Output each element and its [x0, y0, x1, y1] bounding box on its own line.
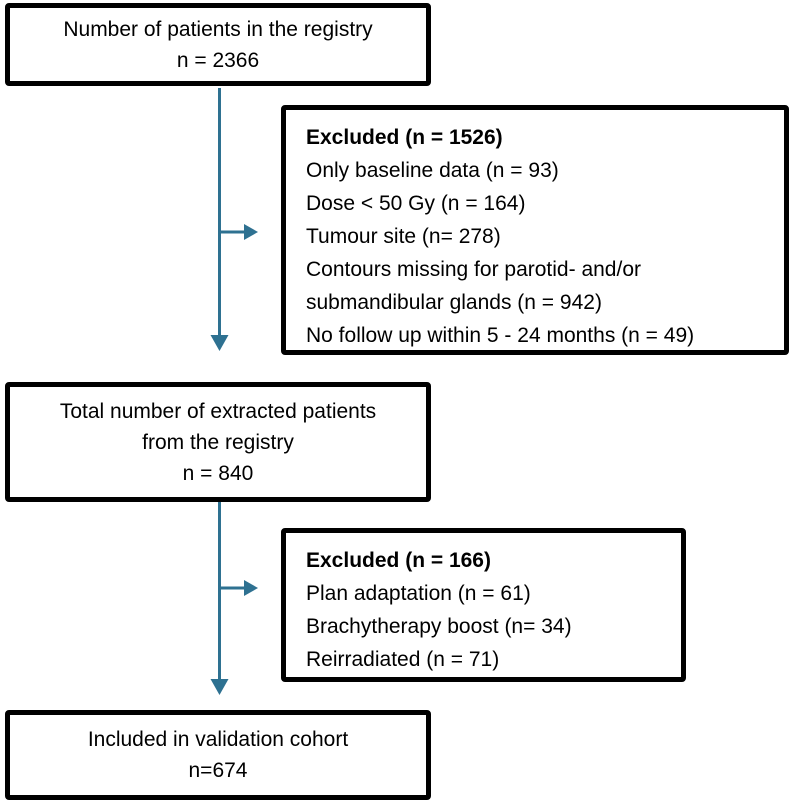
extracted-count-box: Total number of extracted patients from … — [5, 382, 431, 502]
included-box-count: n=674 — [188, 759, 248, 782]
included-box-line: Included in validation cohort — [87, 728, 349, 751]
excluded-first-item: No follow up within 5 - 24 months (n = 4… — [306, 324, 695, 347]
arrow-branch-to-excluded-first — [219, 224, 258, 240]
excluded-second-box: Excluded (n = 166) Plan adaptation (n = … — [281, 528, 686, 682]
excluded-first-item: Contours missing for parotid- and/or sub… — [306, 258, 641, 314]
arrow-branch-to-excluded-second — [219, 580, 258, 596]
excluded-first-item: Dose < 50 Gy (n = 164) — [306, 192, 526, 215]
arrow-extracted-to-included — [210, 502, 229, 695]
excluded-second-item: Plan adaptation (n = 61) — [306, 582, 531, 605]
registry-box-line: Number of patients in the registry — [63, 17, 373, 41]
extracted-box-count: n = 840 — [182, 461, 254, 485]
arrow-registry-to-extracted — [210, 88, 229, 351]
excluded-first-box: Excluded (n = 1526) Only baseline data (… — [281, 105, 789, 355]
excluded-first-item: Tumour site (n= 278) — [306, 225, 501, 248]
excluded-second-item: Reirradiated (n = 71) — [306, 648, 500, 671]
included-cohort-box: Included in validation cohort n=674 — [5, 710, 431, 800]
excluded-second-title: Excluded (n = 166) — [306, 549, 491, 572]
extracted-box-line: Total number of extracted patients — [59, 399, 377, 423]
registry-count-box: Number of patients in the registry n = 2… — [5, 3, 431, 86]
excluded-first-item: Only baseline data (n = 93) — [306, 159, 559, 182]
registry-box-count: n = 2366 — [176, 48, 260, 72]
excluded-first-title: Excluded (n = 1526) — [306, 126, 503, 149]
excluded-second-item: Brachytherapy boost (n= 34) — [306, 615, 572, 638]
extracted-box-line: from the registry — [142, 430, 294, 454]
